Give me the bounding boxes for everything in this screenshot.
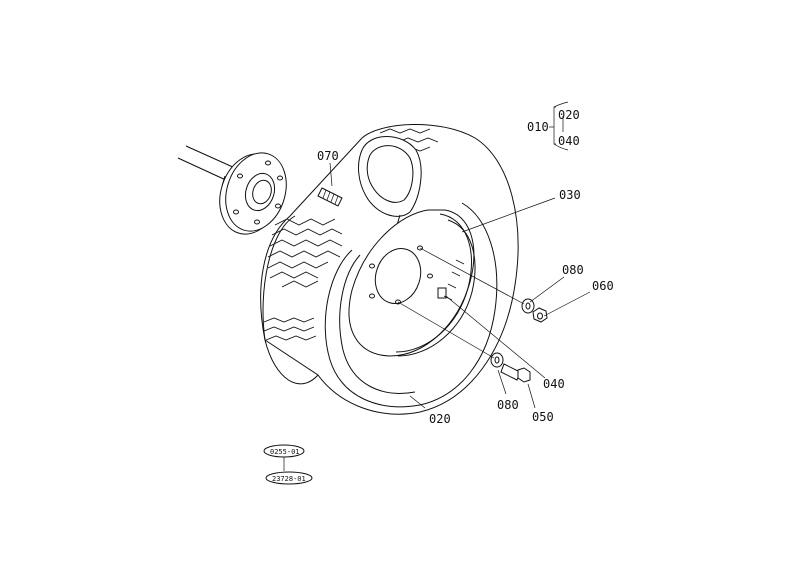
callout-080-right: 080	[562, 263, 584, 277]
nut-washer-right	[521, 298, 548, 323]
hub-flange	[219, 152, 287, 235]
leader-lines	[329, 101, 591, 409]
wheel-rim	[348, 209, 476, 357]
callout-020-group: 020	[558, 108, 580, 122]
callout-040-group: 040	[558, 134, 580, 148]
callout-030: 030	[559, 188, 581, 202]
callout-060: 060	[592, 279, 614, 293]
stud-bolt-070	[317, 187, 343, 207]
reference-stamps: 0255-01 23728-01	[263, 444, 313, 485]
callout-080-bottom: 080	[497, 398, 519, 412]
callout-010: 010	[527, 120, 549, 134]
stamp-bottom: 23728-01	[272, 475, 306, 483]
stamp-top: 0255-01	[270, 448, 300, 456]
callout-020: 020	[429, 412, 451, 426]
callout-040: 040	[543, 377, 565, 391]
callout-050: 050	[532, 410, 554, 424]
bolt-washer-bottom	[490, 352, 531, 383]
callout-070: 070	[317, 149, 339, 163]
